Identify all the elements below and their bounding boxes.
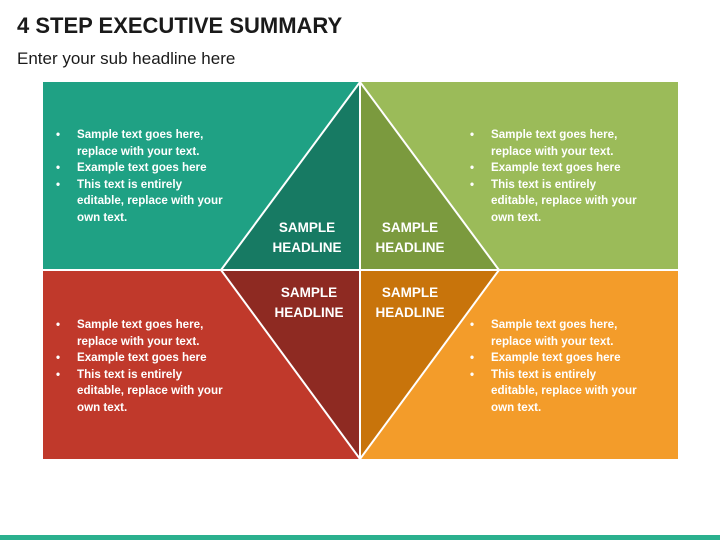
headline-line: HEADLINE <box>272 239 342 255</box>
bullets-top-right: Sample text goes here, replace with your… <box>469 127 646 227</box>
bullet-item: Sample text goes here, replace with your… <box>470 317 646 350</box>
headline-line: HEADLINE <box>375 304 445 320</box>
bullet-item: Example text goes here <box>470 160 646 177</box>
bullet-item: This text is entirely editable, replace … <box>56 367 232 417</box>
headline-line: HEADLINE <box>274 304 344 320</box>
bullets-top-left: Sample text goes here, replace with your… <box>55 127 232 227</box>
bullets-bottom-right: Sample text goes here, replace with your… <box>469 317 646 417</box>
footer-accent-bar <box>0 535 720 540</box>
bullet-item: This text is entirely editable, replace … <box>470 177 646 227</box>
bullet-item: This text is entirely editable, replace … <box>56 177 232 227</box>
bullet-item: Sample text goes here, replace with your… <box>56 127 232 160</box>
page-subtitle: Enter your sub headline here <box>17 49 236 68</box>
bullet-item: Example text goes here <box>470 350 646 367</box>
page-title: 4 STEP EXECUTIVE SUMMARY <box>17 13 343 38</box>
bullet-item: Example text goes here <box>56 160 232 177</box>
bullets-bottom-left: Sample text goes here, replace with your… <box>55 317 232 417</box>
headline-bottom-right: SAMPLE HEADLINE <box>365 283 455 322</box>
bullet-item: Sample text goes here, replace with your… <box>470 127 646 160</box>
headline-line: SAMPLE <box>381 285 439 300</box>
headline-top-left: SAMPLE HEADLINE <box>262 218 352 257</box>
executive-summary-diagram: Sample text goes here, replace with your… <box>43 82 678 459</box>
headline-top-right: SAMPLE HEADLINE <box>365 218 455 257</box>
bullet-item: Example text goes here <box>56 350 232 367</box>
headline-line: SAMPLE <box>278 220 336 235</box>
bullet-item: This text is entirely editable, replace … <box>470 367 646 417</box>
headline-line: SAMPLE <box>280 285 338 300</box>
headline-line: SAMPLE <box>381 220 439 235</box>
headline-line: HEADLINE <box>375 239 445 255</box>
bullet-item: Sample text goes here, replace with your… <box>56 317 232 350</box>
headline-bottom-left: SAMPLE HEADLINE <box>264 283 354 322</box>
diamond-outline <box>219 82 501 459</box>
